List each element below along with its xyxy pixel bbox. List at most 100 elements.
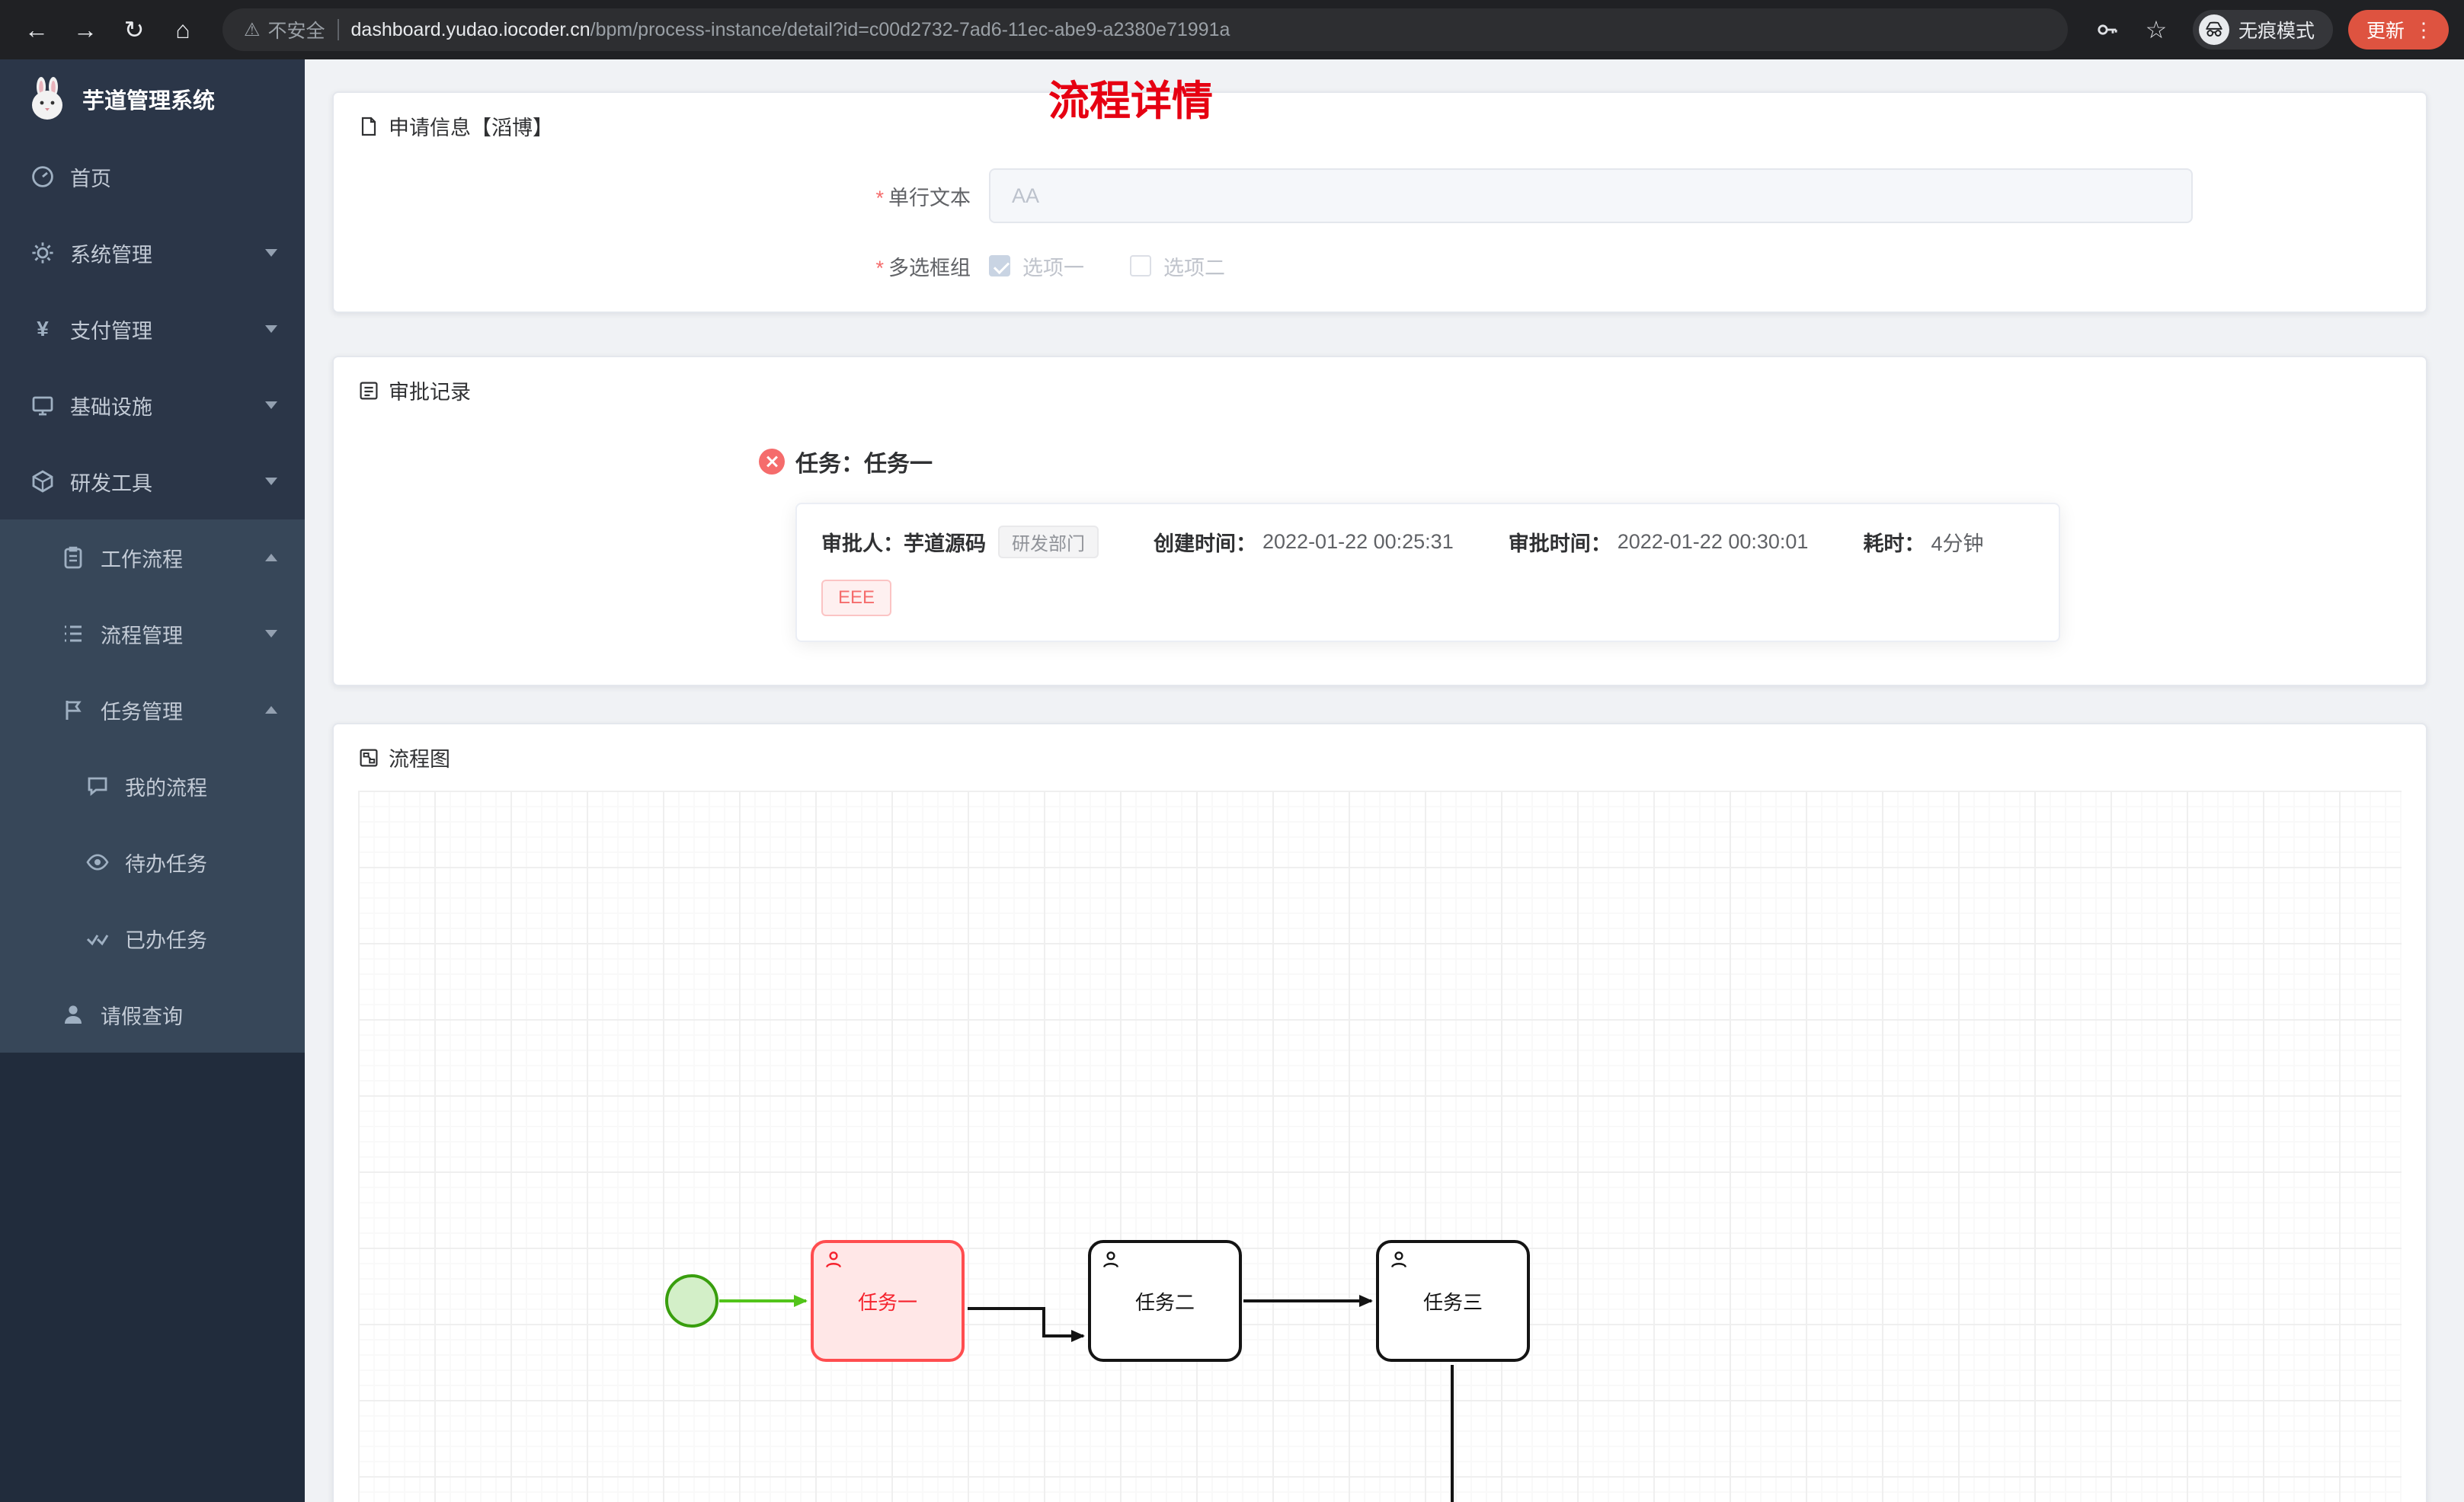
created-label: 创建时间：: [1154, 532, 1256, 555]
update-label: 更新: [2366, 21, 2405, 42]
chevron-up-icon: [265, 706, 277, 714]
task-node-label: 任务一: [857, 1290, 917, 1314]
sidebar-item-label: 首页: [70, 167, 111, 190]
created-time: 2022-01-22 00:25:31: [1262, 530, 1454, 553]
sidebar-item-payment[interactable]: ¥ 支付管理: [0, 291, 305, 367]
checkbox-checked-icon: [989, 255, 1010, 276]
start-event-node[interactable]: [665, 1274, 718, 1328]
record-icon: [360, 381, 378, 399]
chat-bubble-icon: [88, 777, 107, 796]
sidebar-item-my-process[interactable]: 我的流程: [0, 748, 305, 824]
sidebar-item-label: 系统管理: [70, 243, 152, 267]
flow-task1-to-task2: [968, 1307, 1085, 1342]
back-button[interactable]: ←: [24, 15, 49, 43]
cube-icon: [32, 470, 53, 493]
sidebar-item-label: 请假查询: [101, 1005, 183, 1028]
task-rejected-icon: [759, 449, 785, 475]
bpmn-canvas[interactable]: 任务一 任务二 任务三: [358, 791, 2402, 1502]
app-logo: 芋道管理系统: [0, 59, 305, 139]
chevron-down-icon: [265, 630, 277, 638]
sidebar-item-leave-query[interactable]: 请假查询: [0, 976, 305, 1053]
sidebar-item-label: 支付管理: [70, 319, 152, 343]
omnibox-divider: [337, 19, 339, 40]
apply-card-header: 申请信息【滔博】: [334, 93, 2426, 141]
url-path: /bpm/process-instance/detail?id=c00d2732…: [590, 18, 1230, 40]
refresh-button[interactable]: ↻: [123, 16, 145, 43]
forward-button[interactable]: →: [73, 15, 98, 43]
record-card-header: 审批记录: [334, 357, 2426, 405]
apply-info-card: 申请信息【滔博】 *单行文本 *多选框组 选项一: [332, 91, 2427, 313]
bpmn-connections: [665, 1274, 1454, 1502]
field-label: *单行文本: [875, 186, 971, 209]
task-node-label: 任务三: [1422, 1290, 1483, 1314]
checkbox-option-1[interactable]: 选项一: [989, 251, 1084, 281]
incognito-label: 无痕模式: [2238, 21, 2315, 42]
incognito-icon: [2198, 14, 2229, 45]
process-diagram-card: 流程图: [332, 723, 2427, 1502]
sidebar-item-label: 已办任务: [125, 928, 207, 952]
workflow-menu-group: 工作流程 流程管理 任务管理 我的流程 待办任务: [0, 519, 305, 1053]
checkbox-unchecked-icon: [1130, 255, 1151, 276]
main-content: 流程详情 申请信息【滔博】 *单行文本 *多选框组: [305, 59, 2464, 1502]
single-line-text-input[interactable]: [989, 168, 2193, 223]
sidebar-item-workflow[interactable]: 工作流程: [0, 519, 305, 596]
approval-detail-box: 审批人： 芋道源码 研发部门 创建时间： 2022-01-22 00:25:31…: [795, 503, 2060, 642]
checkbox-group: 选项一 选项二: [989, 251, 1225, 281]
sidebar-item-label: 基础设施: [70, 395, 152, 419]
sidebar-item-todo-tasks[interactable]: 待办任务: [0, 824, 305, 900]
record-card-title: 审批记录: [389, 381, 471, 404]
sidebar-item-task-management[interactable]: 任务管理: [0, 672, 305, 748]
sidebar-item-infrastructure[interactable]: 基础设施: [0, 367, 305, 443]
user-task-icon: [1391, 1251, 1406, 1268]
diagram-card-header: 流程图: [334, 724, 2426, 772]
home-button[interactable]: ⌂: [175, 15, 190, 43]
user-task-icon: [826, 1251, 841, 1268]
required-asterisk: *: [875, 256, 884, 280]
security-label: 不安全: [267, 21, 325, 42]
not-secure-icon: ⚠: [244, 19, 261, 40]
bookmark-star-icon[interactable]: ☆: [2145, 16, 2168, 43]
duration-value: 4分钟: [1931, 532, 1984, 555]
sidebar-item-label: 流程管理: [101, 624, 183, 647]
monitor-icon: [32, 396, 53, 416]
task-node-label: 任务二: [1134, 1290, 1195, 1314]
dept-tag: 研发部门: [998, 526, 1099, 558]
audited-time: 2022-01-22 00:30:01: [1617, 530, 1809, 553]
approval-record-card: 审批记录 任务：任务一 审批人： 芋道源码 研发部门 创建时间： 2022-01…: [332, 356, 2427, 686]
page-title: 流程详情: [1048, 78, 1213, 124]
chevron-down-icon: [265, 325, 277, 333]
sidebar-item-devtools[interactable]: 研发工具: [0, 443, 305, 519]
rabbit-logo-icon: [32, 77, 62, 120]
checkbox-option-2[interactable]: 选项二: [1130, 251, 1225, 281]
address-bar[interactable]: ⚠ 不安全 dashboard.yudao.iocoder.cn /bpm/pr…: [222, 8, 2068, 51]
timeline-item: 任务：任务一: [759, 445, 2426, 478]
sidebar-item-label: 工作流程: [101, 548, 183, 571]
sidebar-item-home[interactable]: 首页: [0, 139, 305, 215]
sidebar-item-label: 任务管理: [101, 700, 183, 724]
task-title: 任务：任务一: [795, 452, 933, 477]
sidebar-item-process-management[interactable]: 流程管理: [0, 596, 305, 672]
bpmn-task-3[interactable]: 任务三: [1376, 1240, 1530, 1362]
sidebar-item-label: 我的流程: [125, 776, 207, 800]
gear-icon: [32, 242, 53, 264]
password-key-icon[interactable]: [2086, 8, 2129, 51]
sidebar: 芋道管理系统 首页 系统管理 ¥ 支付管理 基础设施 研发工具: [0, 59, 305, 1502]
bpmn-task-1[interactable]: 任务一: [811, 1240, 965, 1362]
sidebar-item-done-tasks[interactable]: 已办任务: [0, 900, 305, 976]
bpmn-task-2[interactable]: 任务二: [1088, 1240, 1242, 1362]
incognito-badge: 无痕模式: [2192, 10, 2333, 50]
double-check-icon: [86, 935, 109, 946]
browser-toolbar: ← → ↻ ⌂ ⚠ 不安全 dashboard.yudao.iocoder.cn…: [0, 0, 2464, 59]
menu-dots-icon: ⋮: [2414, 18, 2434, 41]
chevron-down-icon: [265, 478, 277, 485]
form-row-checkbox: *多选框组 选项一 选项二: [334, 251, 2426, 281]
sidebar-background: [0, 1053, 305, 1502]
browser-update-menu-button[interactable]: 更新 ⋮: [2347, 10, 2449, 50]
approver-label: 审批人：: [821, 532, 904, 555]
approval-detail-line: 审批人： 芋道源码 研发部门 创建时间： 2022-01-22 00:25:31…: [821, 526, 2034, 558]
form-row-text: *单行文本: [334, 168, 2426, 223]
chevron-down-icon: [265, 249, 277, 257]
clipboard-icon: [64, 546, 82, 569]
diagram-icon: [360, 748, 378, 766]
sidebar-item-system[interactable]: 系统管理: [0, 215, 305, 291]
